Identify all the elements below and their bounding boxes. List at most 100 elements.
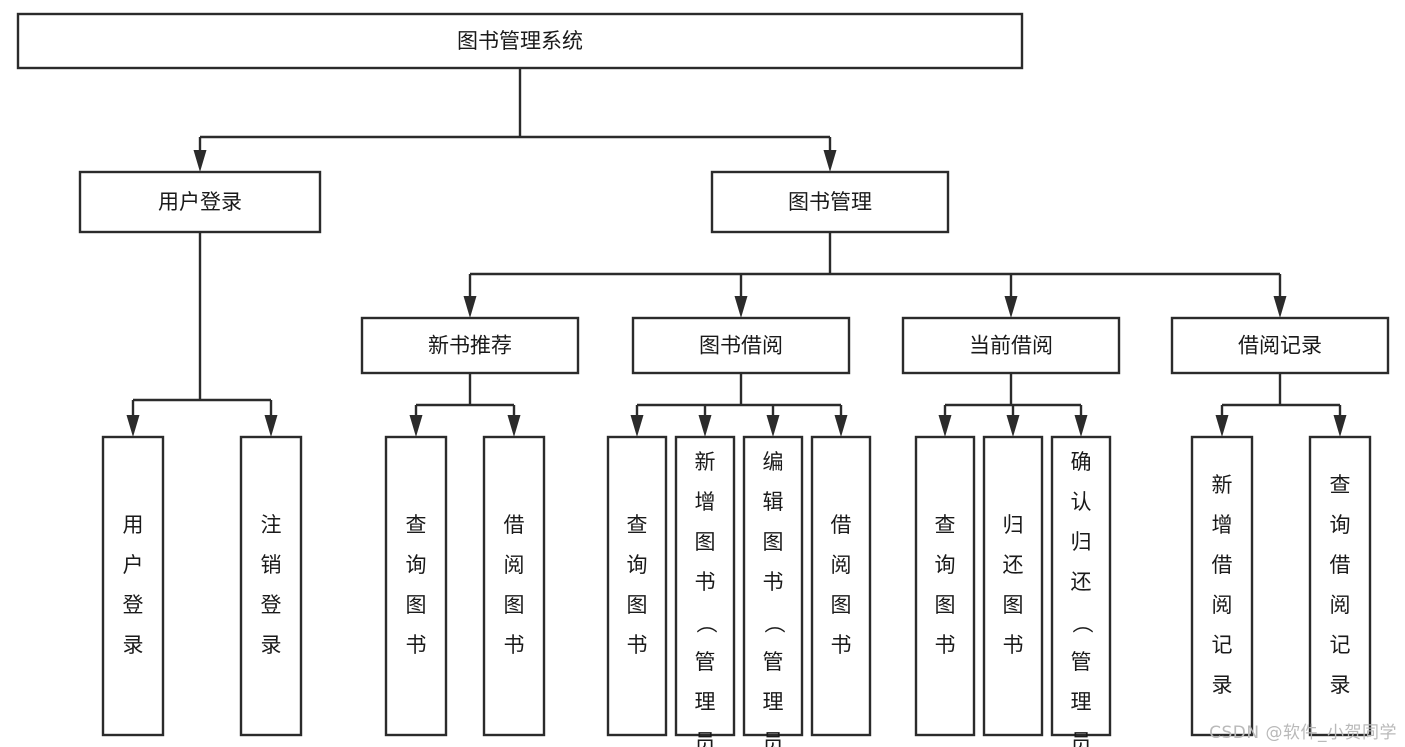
node-user-login[interactable]: 用户登录 bbox=[78, 170, 322, 234]
node-label-char: 归 bbox=[1071, 530, 1092, 554]
connector-arrowhead-icon bbox=[463, 296, 477, 318]
node-label-char: 编 bbox=[763, 450, 784, 474]
node-label-char: 图 bbox=[627, 593, 648, 617]
connector-group-new-book-recommend bbox=[409, 373, 521, 437]
connector-arrowhead-icon bbox=[938, 415, 952, 437]
node-label-current-borrow: 当前借阅 bbox=[969, 334, 1053, 358]
node-label-char: 询 bbox=[1330, 513, 1351, 537]
node-label-book-borrow: 图书借阅 bbox=[699, 334, 783, 358]
connector-group-root bbox=[193, 68, 837, 172]
node-box-book-management bbox=[710, 170, 950, 234]
node-label-char: 图 bbox=[831, 593, 852, 617]
node-label-char: 查 bbox=[406, 513, 427, 537]
node-book-borrow[interactable]: 图书借阅 bbox=[631, 316, 851, 375]
node-label-char: 登 bbox=[261, 593, 282, 617]
node-label-char: 理 bbox=[1071, 690, 1092, 714]
node-label-char: 员 bbox=[1071, 730, 1092, 747]
node-label-char: 认 bbox=[1071, 490, 1092, 514]
node-label-char: 图 bbox=[504, 593, 525, 617]
node-label-char: 询 bbox=[935, 553, 956, 577]
node-label-char: 登 bbox=[123, 593, 144, 617]
node-label-char: 录 bbox=[1330, 673, 1351, 697]
node-label-char: 理 bbox=[695, 690, 716, 714]
node-label-char: 增 bbox=[1212, 513, 1233, 537]
node-box-leaf-borrow-book-recommend bbox=[482, 435, 546, 737]
node-label-char: 户 bbox=[123, 553, 144, 577]
connector-arrowhead-icon bbox=[823, 150, 837, 172]
node-box-new-book-recommend bbox=[360, 316, 580, 375]
node-current-borrow[interactable]: 当前借阅 bbox=[901, 316, 1121, 375]
connector-arrowhead-icon bbox=[1006, 415, 1020, 437]
node-label-char: 销 bbox=[261, 553, 282, 577]
node-label-char: 新 bbox=[1212, 473, 1233, 497]
node-new-book-recommend[interactable]: 新书推荐 bbox=[360, 316, 580, 375]
connector-arrowhead-icon bbox=[1273, 296, 1287, 318]
connector-arrowhead-icon bbox=[698, 415, 712, 437]
node-label-char: 图 bbox=[763, 530, 784, 554]
node-label-char: 阅 bbox=[1330, 593, 1351, 617]
node-label-char: 记 bbox=[1212, 633, 1233, 657]
node-label-char: 增 bbox=[695, 490, 716, 514]
node-box-leaf-add-borrow-record bbox=[1190, 435, 1254, 737]
node-borrow-record[interactable]: 借阅记录 bbox=[1170, 316, 1390, 375]
node-label-char: 借 bbox=[1330, 553, 1351, 577]
connector-arrowhead-icon bbox=[1074, 415, 1088, 437]
node-label-char: 理 bbox=[763, 690, 784, 714]
connector-group-book-management bbox=[463, 232, 1287, 318]
node-label-char: 书 bbox=[695, 570, 716, 594]
node-label-char: 书 bbox=[763, 570, 784, 594]
node-box-leaf-query-borrow-record bbox=[1308, 435, 1372, 737]
node-root[interactable]: 图书管理系统 bbox=[16, 12, 1024, 70]
node-label-char: 确 bbox=[1071, 450, 1092, 474]
node-box-leaf-confirm-return bbox=[1050, 435, 1112, 737]
connector-arrowhead-icon bbox=[126, 415, 140, 437]
node-label-char: 新 bbox=[695, 450, 716, 474]
node-label-char: 管 bbox=[695, 650, 716, 674]
node-box-leaf-edit-book bbox=[742, 435, 804, 737]
node-layer: 图书管理系统用户登录图书管理新书推荐图书借阅当前借阅借阅记录用户登录注销登录查询… bbox=[16, 12, 1390, 747]
node-label-char: 还 bbox=[1003, 553, 1024, 577]
node-label-char: 书 bbox=[935, 633, 956, 657]
node-box-current-borrow bbox=[901, 316, 1121, 375]
node-box-leaf-add-book bbox=[674, 435, 736, 737]
node-leaf-user-login[interactable]: 用户登录 bbox=[101, 435, 165, 737]
node-box-leaf-logout-login bbox=[239, 435, 303, 737]
connector-arrowhead-icon bbox=[193, 150, 207, 172]
node-box-leaf-query-book-current bbox=[914, 435, 976, 737]
node-label-borrow-record: 借阅记录 bbox=[1238, 334, 1322, 358]
node-label-char: 阅 bbox=[1212, 593, 1233, 617]
node-label-char: 还 bbox=[1071, 570, 1092, 594]
connector-arrowhead-icon bbox=[734, 296, 748, 318]
node-label-root: 图书管理系统 bbox=[457, 29, 583, 53]
node-box-borrow-record bbox=[1170, 316, 1390, 375]
connector-arrowhead-icon bbox=[630, 415, 644, 437]
node-label-char: （ bbox=[762, 613, 786, 634]
connector-arrowhead-icon bbox=[834, 415, 848, 437]
node-label-char: 图 bbox=[935, 593, 956, 617]
node-label-char: 询 bbox=[627, 553, 648, 577]
connector-arrowhead-icon bbox=[1333, 415, 1347, 437]
node-label-char: （ bbox=[1070, 613, 1094, 634]
node-book-management[interactable]: 图书管理 bbox=[710, 170, 950, 234]
connector-group-book-borrow bbox=[630, 373, 848, 437]
node-label-char: 查 bbox=[627, 513, 648, 537]
node-label-char: （ bbox=[694, 613, 718, 634]
node-label-char: 图 bbox=[1003, 593, 1024, 617]
connector-layer bbox=[126, 68, 1347, 437]
node-label-char: 阅 bbox=[504, 553, 525, 577]
node-label-char: 借 bbox=[1212, 553, 1233, 577]
